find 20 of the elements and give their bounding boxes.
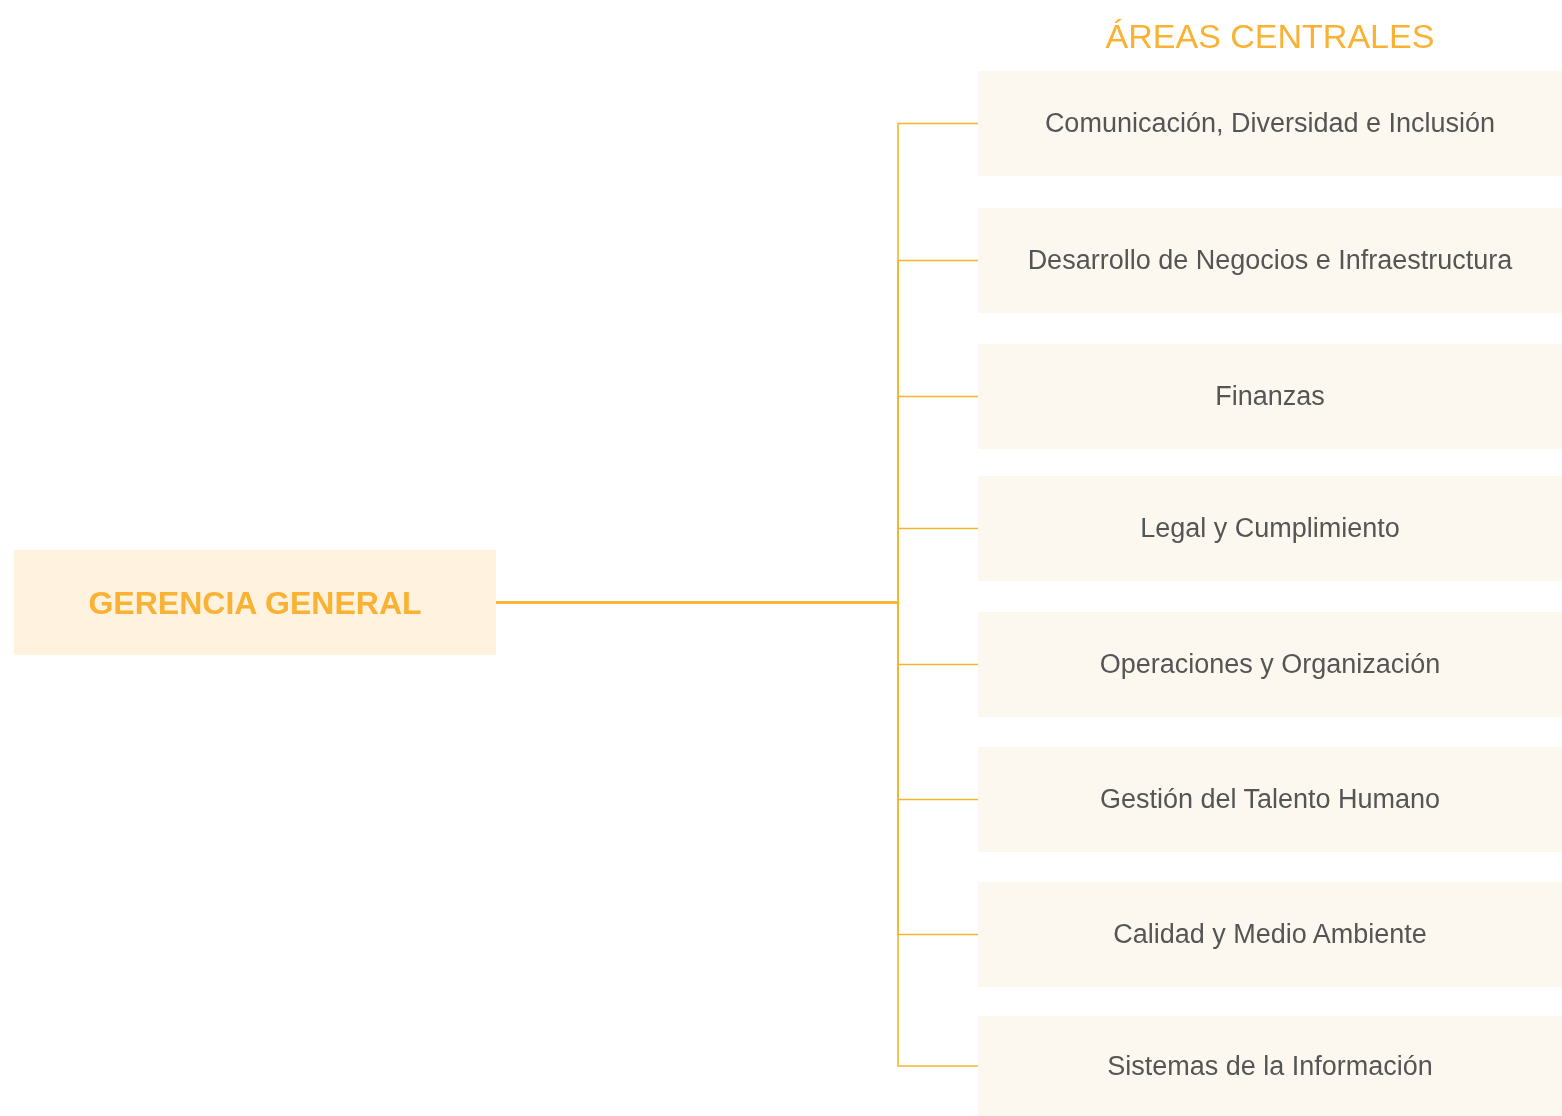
section-title: ÁREAS CENTRALES xyxy=(1104,16,1436,57)
box-label: Calidad y Medio Ambiente xyxy=(1113,918,1427,952)
box-label: Legal y Cumplimiento xyxy=(1140,512,1400,546)
box-label: Desarrollo de Negocios e Infraestructura xyxy=(1027,244,1513,278)
area-box xyxy=(978,208,1562,313)
connector-line xyxy=(495,601,979,1067)
area-box xyxy=(978,71,1562,176)
area-box xyxy=(978,1016,1562,1116)
box-label: Sistemas de la Información xyxy=(1107,1049,1433,1083)
area-box xyxy=(978,612,1562,717)
box-label: GERENCIA GENERAL xyxy=(88,583,422,623)
area-box xyxy=(978,747,1562,852)
area-box xyxy=(978,882,1562,987)
box-label: Comunicación, Diversidad e Inclusión xyxy=(1044,107,1496,141)
area-box xyxy=(978,476,1562,581)
box-label: Operaciones y Organización xyxy=(1099,648,1441,682)
root-box xyxy=(14,550,496,655)
box-label: Finanzas xyxy=(1215,380,1325,414)
area-box xyxy=(978,344,1562,449)
box-label: Gestión del Talento Humano xyxy=(1099,783,1441,817)
